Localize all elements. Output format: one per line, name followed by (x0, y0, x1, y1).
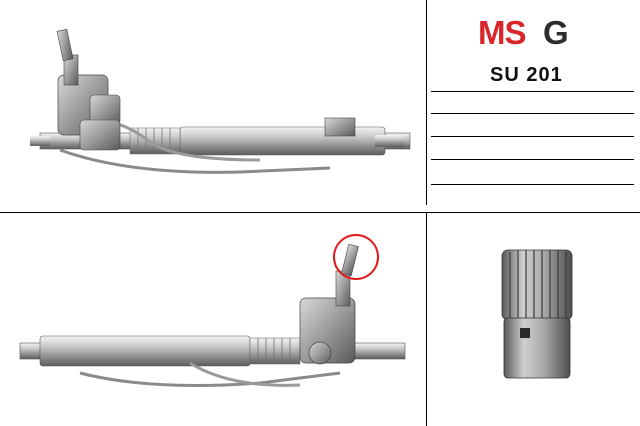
spec-row-line (431, 113, 634, 114)
steering-rack-top-image (30, 28, 411, 174)
highlight-circle (333, 234, 379, 280)
divider-vertical-top (426, 0, 427, 205)
steering-rack-bottom-image (19, 234, 406, 387)
logo-text-red: MS (478, 14, 526, 51)
logo-text-dark: G (543, 14, 569, 51)
spec-row-line (431, 184, 634, 185)
divider-vertical-bottom (426, 213, 427, 426)
spec-row-line (431, 91, 634, 92)
part-number: SU 201 (490, 64, 563, 86)
divider-horizontal (0, 212, 640, 213)
input-shaft-detail-image (501, 249, 573, 379)
spec-row-line (431, 136, 634, 137)
spec-row-line (431, 159, 634, 160)
brand-logo: MS G (478, 14, 598, 58)
